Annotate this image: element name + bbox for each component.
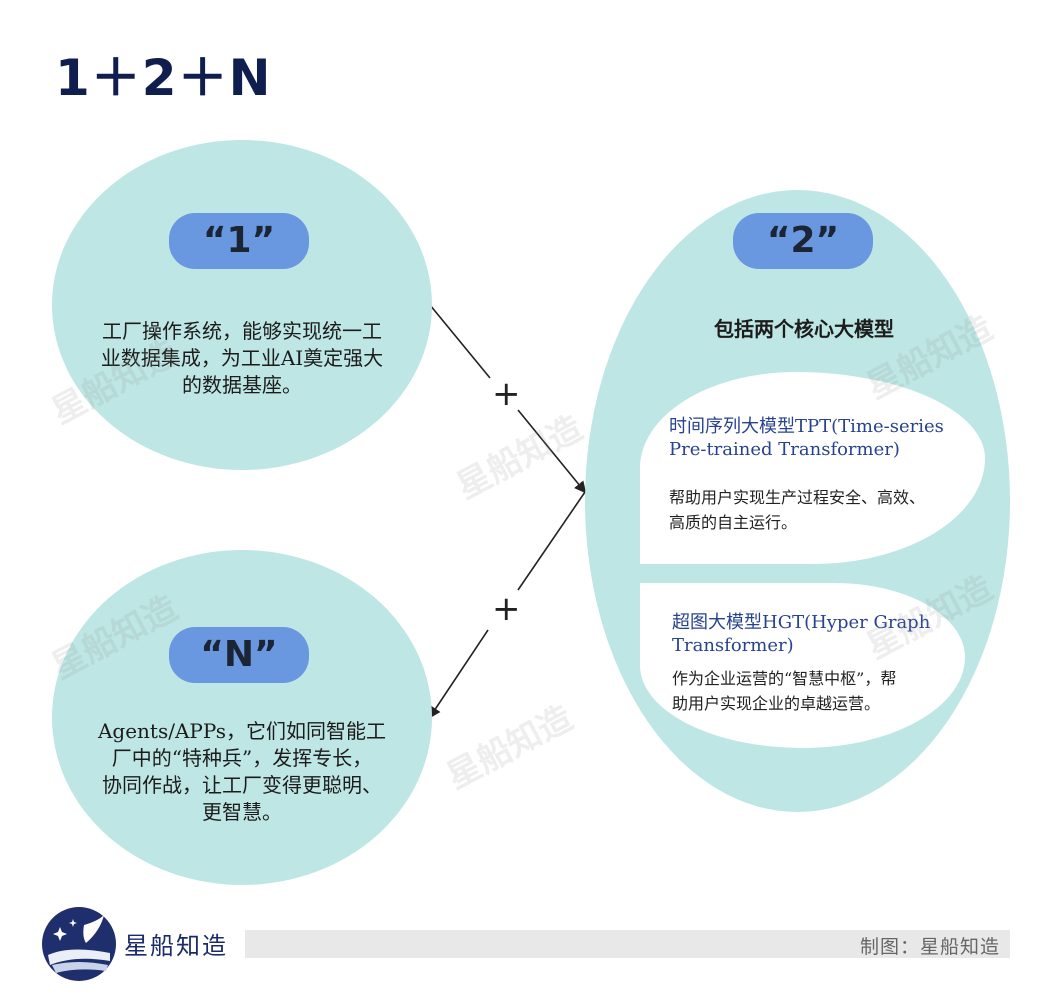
model-hgt-description: 作为企业运营的“智慧中枢”，帮 助用户实现企业的卓越运营。: [672, 669, 897, 713]
label-n-pill: “N”: [169, 627, 309, 683]
two-subtitle: 包括两个核心大模型: [714, 317, 894, 341]
plus-sign-top: +: [492, 374, 521, 414]
footer-credit: 制图：星船知造: [859, 936, 1000, 958]
brand-logo-icon: [42, 907, 116, 981]
model-hgt-title: 超图大模型HGT(Hyper Graph Transformer): [672, 612, 931, 656]
model-hgt-card: [640, 583, 965, 748]
n-description: Agents/APPs，它们如同智能工 厂中的“特种兵”，发挥专长， 协同作战，…: [97, 719, 387, 824]
bubble-one: [52, 140, 432, 470]
brand-name: 星船知造: [124, 932, 228, 960]
bubble-n: [52, 550, 432, 885]
label-one-pill: “1”: [169, 213, 309, 269]
model-tpt-description: 帮助用户实现生产过程安全、高效、 高质的自主运行。: [669, 488, 926, 532]
plus-sign-bottom: +: [492, 589, 521, 629]
label-two-pill: “2”: [733, 213, 873, 269]
one-description: 工厂操作系统，能够实现统一工 业数据集成，为工业AI奠定强大 的数据基座。: [100, 319, 384, 397]
page-title: 1＋2＋N: [55, 49, 272, 107]
arrow-two-to-n: [517, 491, 586, 591]
model-tpt-card: [640, 372, 985, 564]
footer-bar: 制图：星船知造: [245, 930, 1010, 958]
model-tpt-title: 时间序列大模型TPT(Time-series Pre-trained Trans…: [669, 416, 944, 460]
arrow-one-to-two: [429, 304, 491, 379]
